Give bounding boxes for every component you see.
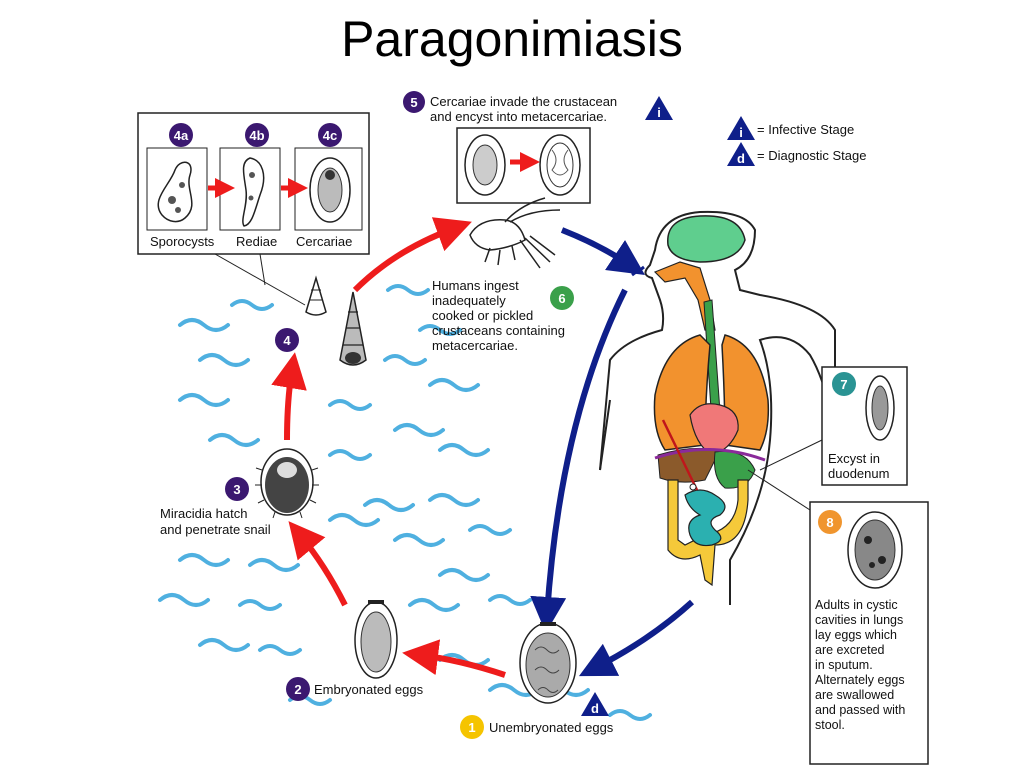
badge-6-label: 6 — [558, 291, 565, 306]
water-waves — [158, 284, 652, 721]
arrow-1-to-2 — [402, 639, 506, 678]
badge-5 — [403, 91, 425, 113]
badge-2 — [286, 677, 310, 701]
snail-images — [305, 275, 367, 366]
badge-4-label: 4 — [283, 333, 291, 348]
badge-2-label: 2 — [294, 682, 301, 697]
badge-7-label: 7 — [840, 377, 847, 392]
redia-image — [242, 157, 265, 227]
miracidium-image — [255, 448, 319, 519]
badge-4 — [275, 328, 299, 352]
stage-6-line-3: cooked or pickled — [432, 308, 533, 323]
stage-5-box — [456, 127, 591, 204]
badge-3-label: 3 — [233, 482, 240, 497]
colon — [667, 479, 749, 587]
legend-diagnostic-label: = Diagnostic Stage — [757, 148, 866, 163]
label-sporocysts: Sporocysts — [150, 234, 215, 249]
label-rediae: Rediae — [236, 234, 277, 249]
stage-6-line-1: Humans ingest — [432, 278, 519, 293]
stage-7-line-1: Excyst in — [828, 451, 880, 466]
arrow-human-to-stool — [578, 599, 695, 677]
badge-7 — [832, 372, 856, 396]
stage-5-line-2: and encyst into metacercariae. — [430, 109, 607, 124]
stage-6-line-2: inadequately — [432, 293, 506, 308]
stage-2-label: Embryonated eggs — [314, 682, 424, 697]
stage-8-line-5: in sputum. — [815, 658, 873, 672]
legend-infective-icon — [727, 116, 755, 140]
stage-7-pointer — [759, 439, 823, 471]
human-body — [599, 210, 836, 605]
arrow-2-to-3 — [288, 521, 348, 607]
legend-infective-symbol: i — [739, 125, 743, 140]
badge-8-label: 8 — [826, 515, 833, 530]
stage-8-pointer — [747, 469, 811, 511]
stage-3-line-2: and penetrate snail — [160, 522, 271, 537]
heart — [689, 403, 739, 456]
label-cercariae: Cercariae — [296, 234, 352, 249]
page-title: Paragonimiasis — [341, 11, 683, 67]
stage-3-line-1: Miracidia hatch — [160, 506, 247, 521]
legend-diagnostic-icon — [727, 142, 755, 166]
stage-8-line-1: Adults in cystic — [815, 598, 898, 612]
badge-6 — [550, 286, 574, 310]
stage-7-box — [821, 366, 908, 486]
stage-1-label: Unembryonated eggs — [489, 720, 614, 735]
badge-4c-label: 4c — [323, 128, 337, 143]
legend-diagnostic-symbol: d — [737, 151, 745, 166]
unembryonated-egg-image — [519, 622, 577, 704]
brain — [667, 215, 746, 263]
badge-4b-label: 4b — [249, 128, 264, 143]
stage-8-line-3: lay eggs which — [815, 628, 897, 642]
stage-5-line-1: Cercariae invade the crustacean — [430, 94, 617, 109]
stage-8-line-2: cavities in lungs — [815, 613, 903, 627]
embryonated-egg-image — [354, 600, 398, 679]
badge-4c — [318, 123, 342, 147]
infective-marker-5-label: i — [657, 105, 661, 120]
diagnostic-marker-1 — [581, 692, 609, 716]
badge-1 — [460, 715, 484, 739]
badge-4a — [169, 123, 193, 147]
human-arrows — [530, 227, 695, 677]
diaphragm — [654, 447, 766, 462]
infective-marker-5 — [645, 96, 673, 120]
stage-7-line-2: duodenum — [828, 466, 889, 481]
badge-1-label: 1 — [468, 720, 475, 735]
stage-8-line-6: Alternately eggs — [815, 673, 905, 687]
badge-3 — [225, 477, 249, 501]
stage-8-line-9: stool. — [815, 718, 845, 732]
diagnostic-marker-1-label: d — [591, 701, 599, 716]
stage-8-box — [809, 501, 929, 765]
arrow-6-to-human — [560, 227, 645, 275]
stage-6-line-4: crustaceans containing — [432, 323, 565, 338]
stage-8-line-8: and passed with — [815, 703, 905, 717]
sporocyst-image — [157, 161, 193, 223]
crustacean-image — [469, 197, 561, 269]
stage-8-line-7: are swallowed — [815, 688, 894, 702]
badge-5-label: 5 — [410, 95, 417, 110]
badge-8 — [818, 510, 842, 534]
arrow-3-to-4 — [271, 352, 307, 441]
badge-4a-label: 4a — [174, 128, 189, 143]
stage-8-line-4: are excreted — [815, 643, 885, 657]
badge-4b — [245, 123, 269, 147]
environment-arrows — [271, 217, 506, 678]
small-intestine — [684, 489, 726, 547]
arrow-human-to-eggs — [530, 288, 628, 633]
dash-marks — [631, 265, 645, 277]
stage-6-line-5: metacercariae. — [432, 338, 518, 353]
arrow-4-to-5 — [352, 217, 472, 293]
legend-infective-label: = Infective Stage — [757, 122, 854, 137]
